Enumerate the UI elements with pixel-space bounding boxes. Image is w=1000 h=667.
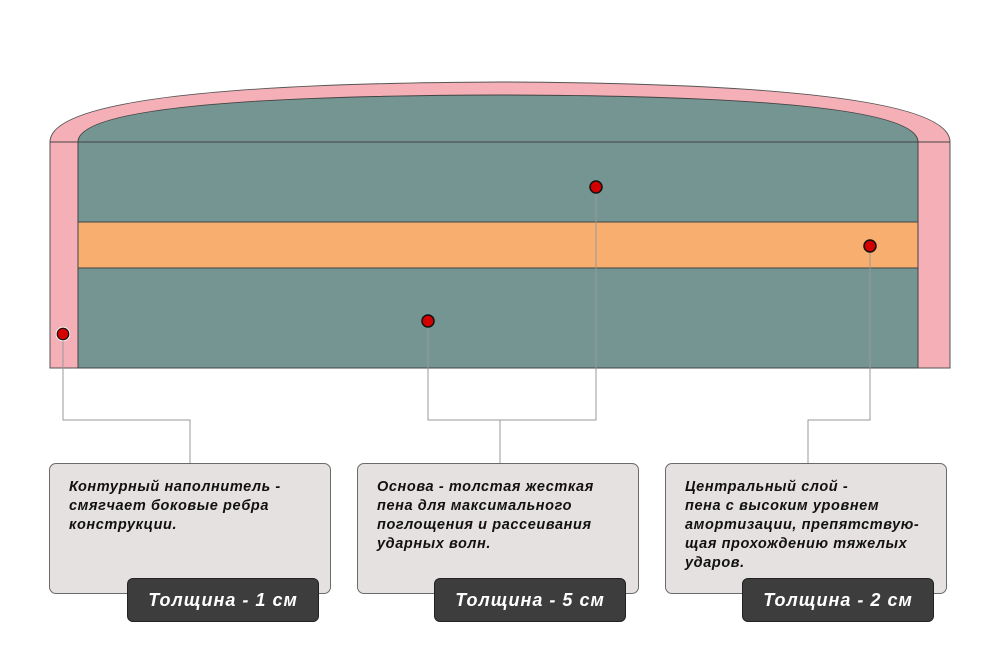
text-line: Центральный слой -: [685, 479, 849, 495]
leader-line-base-lower: [427, 321, 501, 463]
text-line: пена для максимального: [377, 498, 573, 514]
base-foam-top-arc: [77, 94, 919, 143]
thickness-badge-base: Толщина - 5 см: [434, 578, 626, 622]
callout-box-base: Основа - толстая жесткая пена для максим…: [357, 463, 639, 594]
text-line: пена с высоким уровнем: [685, 498, 880, 514]
text-line: смягчает боковые ребра: [69, 498, 270, 514]
callout-description: Центральный слой - пена с высоким уровне…: [685, 478, 919, 573]
thickness-badge-center: Толщина - 2 см: [742, 578, 934, 622]
callout-description: Контурный наполнитель - смягчает боковые…: [69, 478, 281, 535]
leader-line-center: [807, 246, 871, 463]
marker-dot-base-upper: [589, 180, 603, 194]
base-foam-lower: [77, 267, 919, 369]
base-foam-upper: [77, 141, 919, 223]
text-line: ударов.: [685, 555, 745, 571]
text-line: амортизации, препятствую-: [685, 517, 920, 533]
callout-description: Основа - толстая жесткая пена для максим…: [377, 478, 594, 554]
text-line: ударных волн.: [377, 536, 492, 552]
callout-box-contour: Контурный наполнитель - смягчает боковые…: [49, 463, 331, 594]
text-line: Основа - толстая жесткая: [377, 479, 594, 495]
thickness-badge-contour: Толщина - 1 см: [127, 578, 319, 622]
text-line: Контурный наполнитель -: [69, 479, 281, 495]
text-line: щая прохождению тяжелых: [685, 536, 908, 552]
marker-dot-base-lower: [421, 314, 435, 328]
leader-line-base-upper: [500, 187, 597, 421]
marker-dot-center: [863, 239, 877, 253]
leader-line-contour: [62, 334, 191, 463]
center-layer: [77, 221, 919, 269]
text-line: конструкции.: [69, 517, 178, 533]
text-line: поглощения и рассеивания: [377, 517, 592, 533]
callout-box-center: Центральный слой - пена с высоким уровне…: [665, 463, 947, 594]
marker-dot-contour: [56, 327, 70, 341]
